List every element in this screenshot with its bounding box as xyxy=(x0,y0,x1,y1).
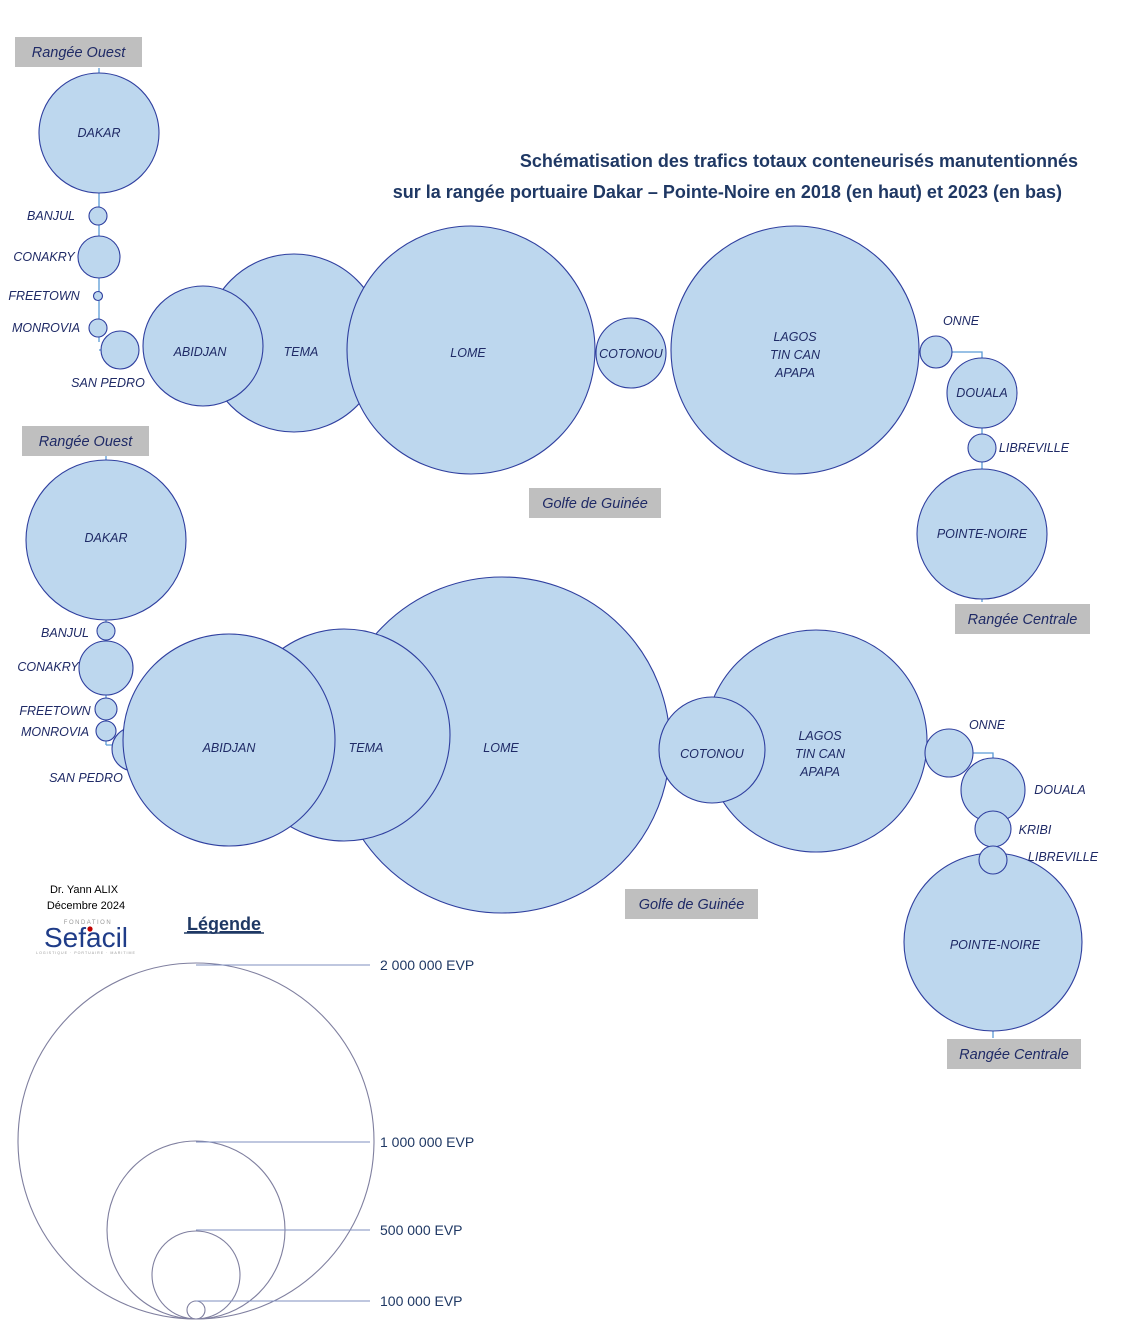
port-circle-freetown xyxy=(92,290,104,302)
port-label-conakry: CONAKRY xyxy=(13,250,76,264)
port-circle-dakar xyxy=(38,72,160,194)
port-circle-conakry xyxy=(78,640,134,696)
port-label-abidjan: ABIDJAN xyxy=(173,345,228,359)
title-line-1: Schématisation des trafics totaux conten… xyxy=(520,151,1078,171)
port-label-dakar: DAKAR xyxy=(84,531,127,545)
logo-subtitle: LOGISTIQUE · PORTUAIRE · MARITIME xyxy=(36,951,136,955)
port-circle-libreville xyxy=(967,433,997,463)
port-label-freetown: FREETOWN xyxy=(8,289,80,303)
port-circles-2018 xyxy=(38,72,1048,600)
region-label-central-2018: Rangée Centrale xyxy=(968,612,1078,628)
author-block: Dr. Yann ALIX Décembre 2024 FONDATION Se… xyxy=(36,884,136,955)
diagram-2023: DAKAR BANJUL CONAKRY FREETOWN MONROVIA S… xyxy=(17,426,1099,1069)
port-circle-san-pedro xyxy=(100,330,140,370)
port-circle-banjul xyxy=(96,621,116,641)
author-date: Décembre 2024 xyxy=(47,900,125,912)
region-label-west-2023: Rangée Ouest xyxy=(39,434,133,450)
port-circle-banjul xyxy=(88,206,108,226)
port-label-tema: TEMA xyxy=(284,345,319,359)
legend-label-2000000: 2 000 000 EVP xyxy=(380,957,474,973)
region-box-central-2023: Rangée Centrale xyxy=(947,1039,1081,1069)
region-box-gulf-2023: Golfe de Guinée xyxy=(625,889,758,919)
legend-label-100000: 100 000 EVP xyxy=(380,1293,463,1309)
port-label-banjul: BANJUL xyxy=(41,626,89,640)
port-circle-monrovia xyxy=(95,720,117,742)
port-circle-conakry xyxy=(77,235,121,279)
port-label-lagos-line1: LAGOS xyxy=(773,330,817,344)
port-label-abidjan: ABIDJAN xyxy=(202,741,257,755)
region-label-gulf-2018: Golfe de Guinée xyxy=(542,496,648,512)
legend-label-1000000: 1 000 000 EVP xyxy=(380,1134,474,1150)
port-labels-2018: DAKAR BANJUL CONAKRY FREETOWN MONROVIA S… xyxy=(8,126,1069,541)
sefacil-logo: FONDATION Sefacil LOGISTIQUE · PORTUAIRE… xyxy=(36,920,136,955)
port-circle-onne xyxy=(924,728,974,778)
port-circle-dakar xyxy=(25,459,187,621)
port-label-cotonou: COTONOU xyxy=(680,747,745,761)
legend: Légende 2 000 000 EVP 1 000 000 EVP 500 … xyxy=(17,914,474,1320)
title-line-2: sur la rangée portuaire Dakar – Pointe-N… xyxy=(393,182,1062,202)
port-label-kribi: KRIBI xyxy=(1019,823,1052,837)
port-label-libreville: LIBREVILLE xyxy=(1028,850,1099,864)
port-label-monrovia: MONROVIA xyxy=(12,321,80,335)
diagram-title: Schématisation des trafics totaux conten… xyxy=(393,151,1078,202)
region-box-west-2018: Rangée Ouest xyxy=(15,37,142,67)
port-label-pointe-noire: POINTE-NOIRE xyxy=(950,938,1041,952)
region-box-west-2023: Rangée Ouest xyxy=(22,426,149,456)
port-circle-freetown xyxy=(94,697,118,721)
port-label-lagos-line3: APAPA xyxy=(774,366,815,380)
port-label-conakry: CONAKRY xyxy=(17,660,80,674)
port-label-tema: TEMA xyxy=(349,741,384,755)
region-label-gulf-2023: Golfe de Guinée xyxy=(639,897,745,913)
legend-circle-500000 xyxy=(151,1230,241,1320)
port-label-lagos-line2: TIN CAN xyxy=(770,348,821,362)
port-circle-cotonou xyxy=(595,317,667,389)
port-label-libreville: LIBREVILLE xyxy=(999,441,1070,455)
port-circle-douala xyxy=(946,357,1018,429)
port-label-lagos-line3: APAPA xyxy=(799,765,840,779)
port-circle-libreville xyxy=(978,845,1008,875)
port-label-dakar: DAKAR xyxy=(77,126,120,140)
port-label-lagos-line2: TIN CAN xyxy=(795,747,846,761)
port-circle-lome xyxy=(346,225,596,475)
legend-label-500000: 500 000 EVP xyxy=(380,1222,463,1238)
region-label-west-2018: Rangée Ouest xyxy=(32,45,126,61)
port-label-douala: DOUALA xyxy=(1034,783,1085,797)
port-label-pointe-noire: POINTE-NOIRE xyxy=(937,527,1028,541)
port-label-banjul: BANJUL xyxy=(27,209,75,223)
logo-accent-dot xyxy=(87,926,93,932)
port-label-freetown: FREETOWN xyxy=(19,704,91,718)
port-label-douala: DOUALA xyxy=(956,386,1007,400)
legend-title: Légende xyxy=(187,914,261,934)
logo-sefacil: Sefacil xyxy=(44,922,128,953)
author-name: Dr. Yann ALIX xyxy=(50,884,119,896)
legend-circle-100000 xyxy=(186,1300,206,1320)
port-labels-2023: DAKAR BANJUL CONAKRY FREETOWN MONROVIA S… xyxy=(17,531,1098,952)
port-circle-abidjan xyxy=(142,285,264,407)
port-label-san-pedro: SAN PEDRO xyxy=(71,376,145,390)
port-circle-kribi xyxy=(974,810,1012,848)
port-circle-cotonou xyxy=(658,696,766,804)
port-circle-lagos xyxy=(670,225,920,475)
port-label-san-pedro: SAN PEDRO xyxy=(49,771,123,785)
port-label-lome: LOME xyxy=(483,741,519,755)
logo-fondation: FONDATION xyxy=(64,920,112,926)
port-circles-2023 xyxy=(25,459,1083,1032)
diagram-2018: DAKAR BANJUL CONAKRY FREETOWN MONROVIA S… xyxy=(8,37,1090,634)
port-label-lagos-line1: LAGOS xyxy=(798,729,842,743)
port-label-monrovia: MONROVIA xyxy=(21,725,89,739)
port-circle-abidjan xyxy=(122,633,336,847)
region-label-central-2023: Rangée Centrale xyxy=(959,1047,1069,1063)
port-circle-pointe-noire xyxy=(916,468,1048,600)
port-circle-monrovia xyxy=(88,318,108,338)
port-circle-onne xyxy=(919,335,953,369)
region-box-gulf-2018: Golfe de Guinée xyxy=(529,488,661,518)
port-label-onne: ONNE xyxy=(969,718,1006,732)
region-box-central-2018: Rangée Centrale xyxy=(955,604,1090,634)
port-label-onne: ONNE xyxy=(943,314,980,328)
port-label-lome: LOME xyxy=(450,346,486,360)
port-label-cotonou: COTONOU xyxy=(599,347,664,361)
